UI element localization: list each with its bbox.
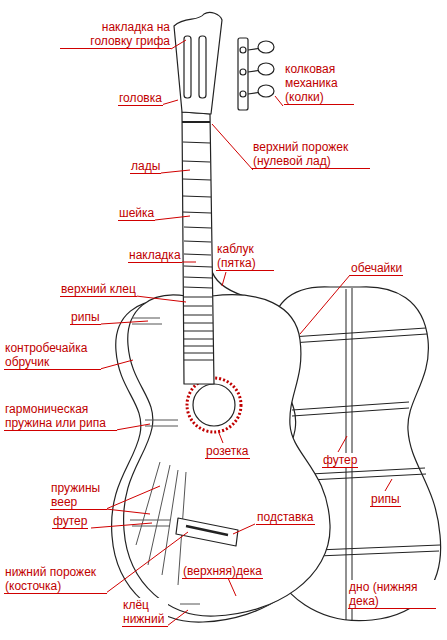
part-label: дно (нижняя дека) [348,580,436,609]
part-label: рипы [70,310,101,325]
soundhole [193,384,235,426]
part-label: накладка [128,248,182,263]
rosette [187,378,241,432]
part-label: клёц нижний [122,598,168,627]
tuning-machine [238,38,274,110]
part-label: пружины веер [50,481,107,510]
guitar-top [124,295,330,616]
headstock-slot [184,36,191,98]
part-label: обечайки [350,261,403,276]
part-label: лады [130,159,161,174]
part-label: футер [52,514,88,529]
part-label: головка [118,91,163,106]
leader-lines [91,40,392,626]
part-label: колковая механика (колки) [284,62,354,105]
headstock [174,12,222,114]
neck [182,112,214,384]
part-label: контробечайка обручик [4,341,101,370]
part-label: рипы [370,492,401,507]
frets [182,122,214,360]
part-label: верхний порожек (нулевой лад) [252,140,370,169]
neck-heel [211,268,244,298]
part-label: (верхняя)дека [182,564,263,579]
part-label: шейка [118,206,155,221]
headstock-slot [199,36,206,98]
part-label: гармоническая пружина или рипа [4,402,117,431]
part-label: накладка на головку грифа [60,20,171,49]
part-label: нижний порожек (косточка) [4,565,107,594]
saddle [186,526,228,535]
bridge [176,518,238,546]
part-label: розетка [205,444,250,459]
part-label: подставка [256,510,315,525]
part-label: футер [322,453,358,468]
part-label: верхний клец [60,282,137,297]
part-label: каблук (пятка) [216,242,274,271]
